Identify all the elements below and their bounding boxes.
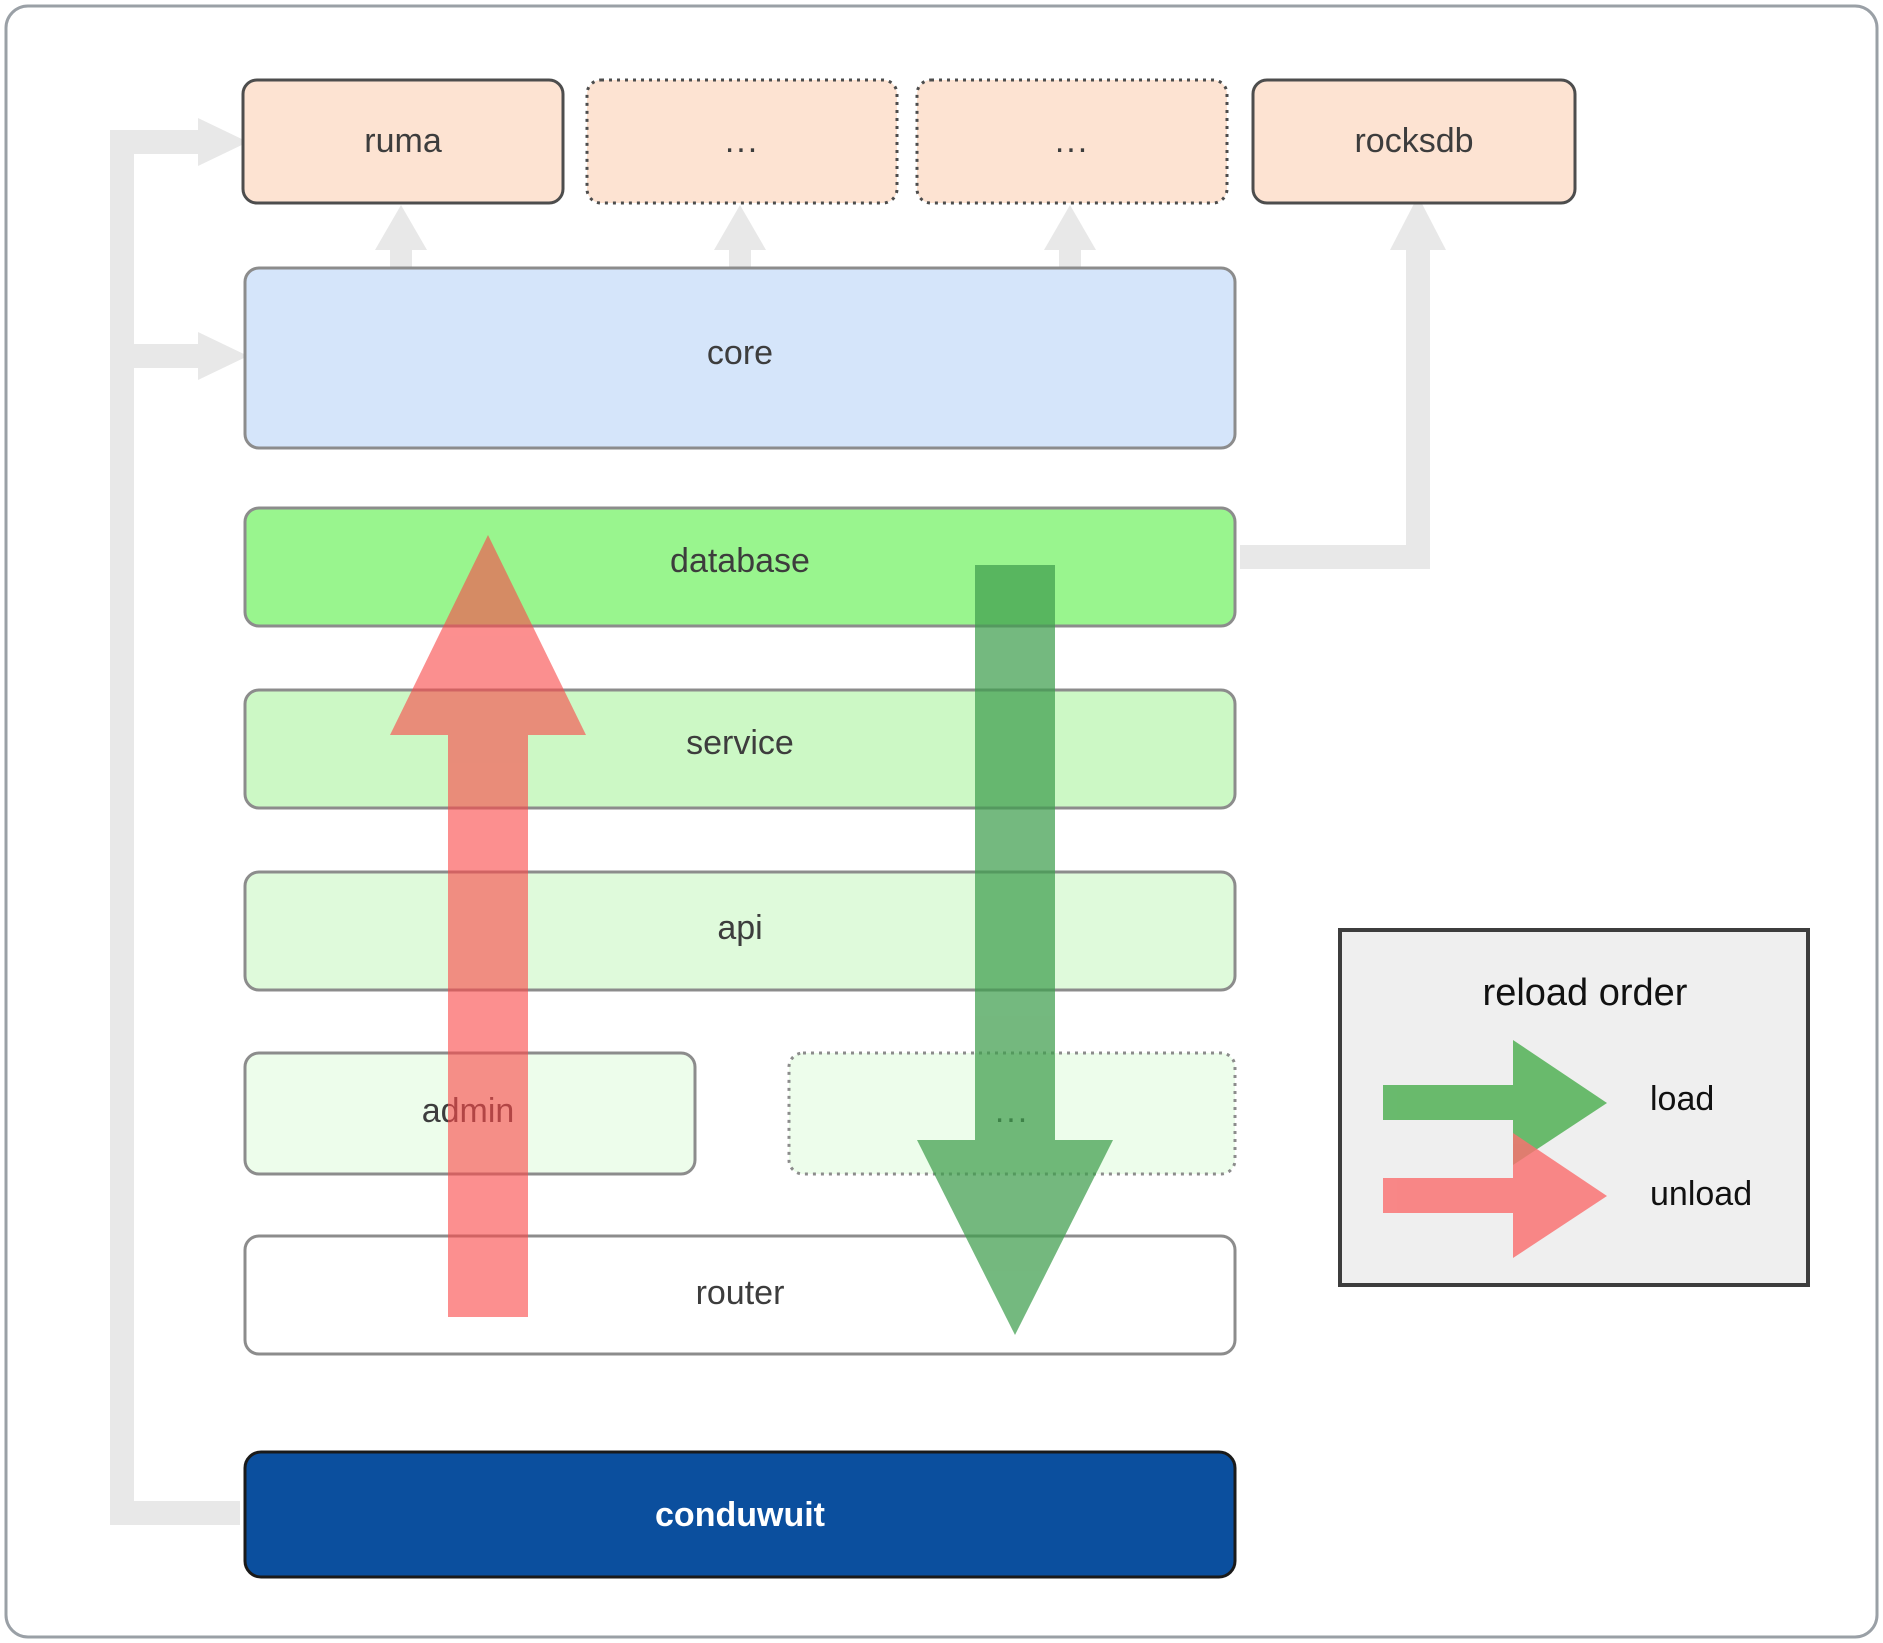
right-connector-group xyxy=(1240,196,1446,569)
box-top-ellipsis-2[interactable]: ... xyxy=(915,78,1229,205)
box-service[interactable]: service xyxy=(243,688,1237,810)
box-ruma[interactable]: ruma xyxy=(241,78,565,205)
diagram-frame xyxy=(4,4,1879,1639)
legend-item-unload: unload xyxy=(1383,1133,1752,1258)
box-core-rect[interactable] xyxy=(243,266,1237,450)
legend-title: reload order xyxy=(1483,972,1688,1014)
legend-load-label: load xyxy=(1650,1080,1714,1118)
right-connector-arrowhead xyxy=(1390,196,1446,250)
left-connector-trunk xyxy=(110,130,134,1525)
left-connector-corner-top xyxy=(110,130,134,154)
box-rocksdb-label: rocksdb xyxy=(1354,122,1473,160)
box-top-ellipsis-1-rect[interactable] xyxy=(585,78,899,205)
left-connector-bottom-leg xyxy=(110,1501,240,1525)
arrow-core-to-ellipsis-1 xyxy=(714,205,766,275)
box-top-ellipsis-2-rect[interactable] xyxy=(915,78,1229,205)
legend-unload-arrow-icon xyxy=(1383,1133,1607,1258)
box-api-label: api xyxy=(717,909,762,947)
box-rocksdb[interactable]: rocksdb xyxy=(1251,78,1577,205)
unload-arrow xyxy=(390,535,586,1317)
load-arrow-shaft xyxy=(975,565,1055,1230)
arrow-core-to-ruma xyxy=(375,205,427,275)
box-top-ellipsis-2-label: ... xyxy=(1055,122,1089,160)
top-row-boxes: ruma ... ... rocksdb xyxy=(241,78,1577,205)
legend-unload-label: unload xyxy=(1650,1175,1752,1213)
box-database-label: database xyxy=(670,542,810,580)
left-connector-core-arrowhead xyxy=(198,332,248,380)
left-connector-group xyxy=(110,118,248,1525)
left-connector-ruma-arrowhead-big xyxy=(198,118,248,166)
legend-item-load: load xyxy=(1383,1040,1714,1165)
legend-load-arrow-icon xyxy=(1383,1040,1607,1165)
box-top-ellipsis-1-label: ... xyxy=(725,122,759,160)
box-top-ellipsis-1[interactable]: ... xyxy=(585,78,899,205)
load-arrow-head xyxy=(917,1140,1113,1335)
legend-panel: reload order load unload xyxy=(1338,928,1810,1287)
box-core-label: core xyxy=(707,334,773,372)
right-connector-horizontal xyxy=(1240,545,1430,569)
box-api[interactable]: api xyxy=(243,870,1237,992)
box-database[interactable]: database xyxy=(243,506,1237,628)
box-ruma-rect[interactable] xyxy=(241,78,565,205)
box-service-label: service xyxy=(686,724,794,762)
right-connector-vertical xyxy=(1406,220,1430,569)
unload-arrow-head xyxy=(390,535,586,735)
box-conduwuit[interactable]: conduwuit xyxy=(243,1450,1237,1579)
box-core[interactable]: core xyxy=(243,266,1237,450)
box-ruma-label: ruma xyxy=(364,122,442,160)
load-arrow xyxy=(917,565,1113,1335)
arrow-core-to-ellipsis-2 xyxy=(1044,205,1096,275)
box-router[interactable]: router xyxy=(243,1234,1237,1356)
box-rocksdb-rect[interactable] xyxy=(1251,78,1577,205)
box-conduwuit-rect[interactable] xyxy=(243,1450,1237,1579)
unload-arrow-shaft xyxy=(448,645,528,1317)
box-conduwuit-label: conduwuit xyxy=(655,1496,825,1534)
box-router-label: router xyxy=(696,1274,785,1312)
core-to-top-arrows xyxy=(375,205,1096,275)
